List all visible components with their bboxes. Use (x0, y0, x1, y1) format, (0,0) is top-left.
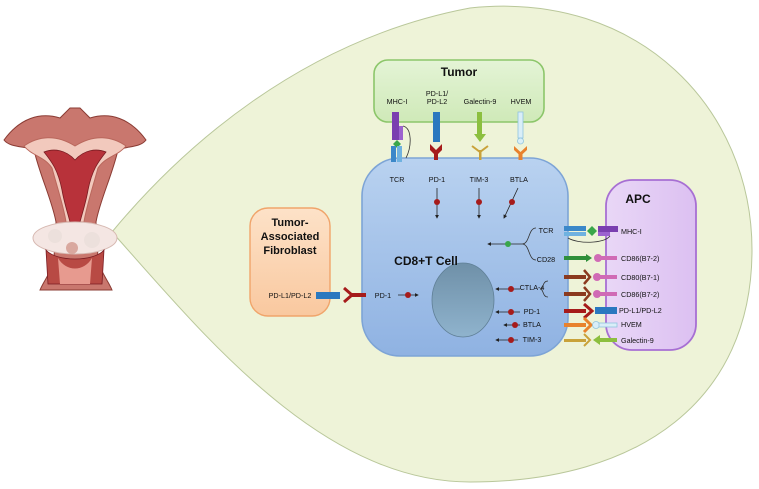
cell-top-receptor-tim3: TIM-3 (470, 175, 489, 184)
ctla4-bracket (539, 280, 549, 298)
tumor-ligand-pdl1-line2: PD-L2 (427, 97, 447, 106)
tcr-cd28-activation (487, 227, 537, 261)
ctla4-cd80-pair (564, 269, 617, 285)
pdl1-pd1-pair-top (430, 112, 442, 160)
pd1-pdl1-pair-right (564, 302, 617, 320)
apc-ligand-hvem: HVEM (621, 320, 642, 329)
tumor-ligand-mhc-i: MHC-I (387, 97, 408, 106)
tumor-box (373, 59, 545, 123)
cell-title: CD8+T Cell (394, 254, 458, 268)
apc-ligand-galectin-9: Galectin-9 (621, 336, 654, 345)
apc-title: APC (625, 192, 651, 206)
apc-box (605, 179, 697, 351)
mhc-tcr-pair-top (391, 112, 411, 162)
cell-top-receptor-btla: BTLA (510, 175, 528, 184)
fibroblast-title-line1: Tumor- (271, 217, 308, 229)
apc-ligand-pdl1: PD-L1/PD-L2 (619, 306, 662, 315)
cell-right-receptor-tim3: TIM-3 (523, 335, 542, 344)
cell-nucleus (431, 262, 495, 338)
fibroblast-box (249, 207, 331, 317)
fibroblast-title-line2: Associated (261, 231, 320, 243)
tumor-ligand-hvem: HVEM (511, 97, 532, 106)
fibroblast-pdl1-pd1-pair (316, 286, 366, 304)
top-signal-arrows (434, 187, 519, 219)
btla-hvem-pair-right (564, 316, 618, 334)
cell-right-receptor-pd1: PD-1 (524, 307, 540, 316)
cell-right-receptor-btla: BTLA (523, 320, 541, 329)
cell-right-receptor-ctla4: CTLA-4 (520, 283, 545, 292)
fibroblast-title-line3: Fibroblast (263, 245, 317, 257)
uterus-illustration (3, 107, 147, 291)
tumor-ligand-pdl1-line1: PD-L1/ (426, 89, 448, 98)
cell-left-receptor-pd1: PD-1 (375, 291, 391, 300)
right-signal-arrows (495, 286, 520, 343)
fibroblast-ligand-label: PD-L1/PD-L2 (269, 291, 312, 300)
apc-ligand-mhc-i: MHC-I (621, 227, 642, 236)
tcr-mhc-pair-right (564, 226, 618, 243)
tumor-title: Tumor (441, 65, 478, 79)
galectin9-tim3-pair-top (471, 112, 489, 160)
apc-ligand-cd80: CD80(B7-1) (621, 273, 659, 282)
hvem-btla-pair-top (514, 111, 527, 160)
tumor-ligand-galectin-9: Galectin-9 (464, 97, 497, 106)
ctla4-cd86-pair (564, 286, 617, 302)
apc-ligand-cd86-2: CD86(B7-2) (621, 290, 659, 299)
cell-right-receptor-tcr: TCR (539, 226, 554, 235)
apc-ligand-cd86-1: CD86(B7-2) (621, 254, 659, 263)
cell-top-receptor-pd1: PD-1 (429, 175, 445, 184)
cell-top-receptor-tcr: TCR (390, 175, 405, 184)
cd28-cd86-pair (564, 254, 617, 262)
tim3-galectin9-pair-right (564, 333, 617, 347)
cell-right-receptor-cd28: CD28 (537, 255, 555, 264)
left-signal-arrow (398, 292, 419, 298)
